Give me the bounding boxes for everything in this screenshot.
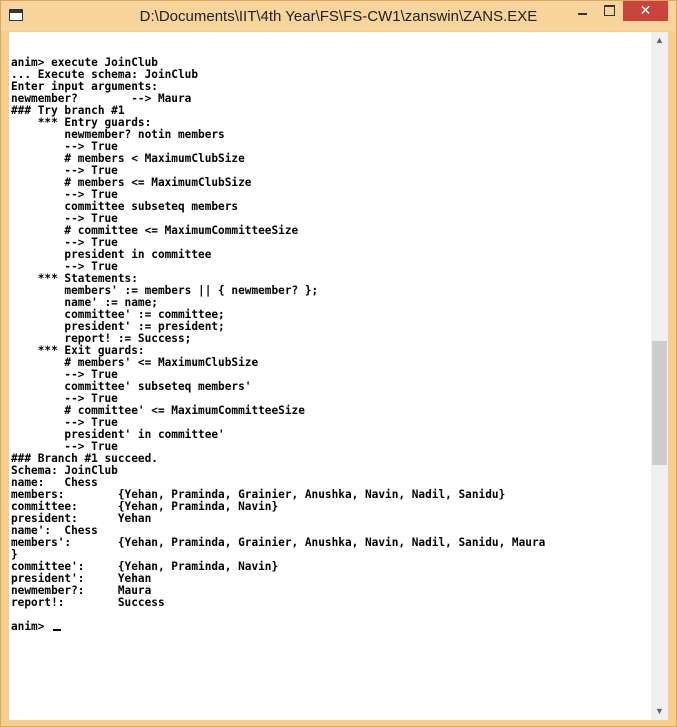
title-bar[interactable]: D:\Documents\IIT\4th Year\FS\FS-CW1\zans… (1, 1, 676, 31)
console-line: --> True (11, 260, 118, 273)
minimize-button[interactable] (569, 1, 596, 23)
console-line: anim> (11, 621, 651, 633)
console-line: president' in committee' (11, 428, 225, 441)
console-line: --> True (11, 164, 118, 177)
console-line: president in committee (11, 248, 212, 261)
console-line: # committee' <= MaximumCommitteeSize (11, 404, 305, 417)
console-line: # members' <= MaximumClubSize (11, 356, 259, 369)
scroll-thumb[interactable] (652, 341, 667, 465)
close-button[interactable]: ✕ (623, 1, 668, 21)
console-line: # members < MaximumClubSize (11, 152, 245, 165)
console-line: --> True (11, 140, 118, 153)
minimize-icon (578, 12, 587, 15)
console-line: # committee <= MaximumCommitteeSize (11, 224, 299, 237)
console-line: --> True (11, 416, 118, 429)
console-line: report! := Success; (11, 332, 192, 345)
console-line: committee': {Yehan, Praminda, Navin} (11, 560, 279, 573)
vertical-scrollbar[interactable]: ▲ ▼ (651, 32, 668, 720)
console-line: --> True (11, 212, 118, 225)
console-line: newmember?: Maura (11, 584, 152, 597)
console-line: committee: {Yehan, Praminda, Navin} (11, 500, 279, 513)
console-line: members': {Yehan, Praminda, Grainier, An… (11, 536, 546, 549)
console-line: Schema: JoinClub (11, 464, 118, 477)
console-line: } (11, 548, 18, 561)
console-line: newmember? notin members (11, 128, 225, 141)
console-line: members: {Yehan, Praminda, Grainier, Anu… (11, 488, 506, 501)
console-text: anim> execute JoinClub... Execute schema… (9, 32, 651, 633)
console-line: president': Yehan (11, 572, 152, 585)
scroll-up-icon[interactable]: ▲ (655, 35, 664, 45)
console-line: ... Execute schema: JoinClub (11, 68, 199, 81)
maximize-icon (604, 5, 615, 17)
console-line: *** Entry guards: (11, 116, 152, 129)
console-line: *** Exit guards: (11, 344, 145, 357)
console-line: ### Try branch #1 (11, 104, 125, 117)
console-line: --> True (11, 236, 118, 249)
console-line: president' := president; (11, 320, 225, 333)
console-line: *** Statements: (11, 272, 138, 285)
console-line: president: Yehan (11, 512, 152, 525)
console-line: --> True (11, 188, 118, 201)
console-line: --> True (11, 392, 118, 405)
console-line: name' := name; (11, 296, 158, 309)
console-line: Enter input arguments: (11, 80, 158, 93)
console-line: members' := members || { newmember? }; (11, 284, 319, 297)
console-line: report!: Success (11, 596, 165, 609)
console-app-icon[interactable] (9, 9, 23, 21)
console-line: ### Branch #1 succeed. (11, 452, 158, 465)
console-line: newmember? --> Maura (11, 92, 192, 105)
console-line: name: Chess (11, 476, 98, 489)
console-line: committee' subseteq members' (11, 380, 252, 393)
console-line: --> True (11, 368, 118, 381)
console-line: name': Chess (11, 524, 98, 537)
close-icon: ✕ (639, 2, 652, 18)
console-line: committee' := committee; (11, 308, 225, 321)
console-line: committee subseteq members (11, 200, 239, 213)
console-line: anim> execute JoinClub (11, 56, 158, 69)
scroll-down-icon[interactable]: ▼ (655, 706, 664, 716)
console-line: # members <= MaximumClubSize (11, 176, 252, 189)
console-line: --> True (11, 440, 118, 453)
text-cursor (53, 629, 62, 631)
maximize-button[interactable] (596, 1, 623, 23)
console-output[interactable]: anim> execute JoinClub... Execute schema… (9, 32, 651, 720)
console-line (11, 609, 651, 621)
window-title: D:\Documents\IIT\4th Year\FS\FS-CW1\zans… (139, 8, 538, 25)
